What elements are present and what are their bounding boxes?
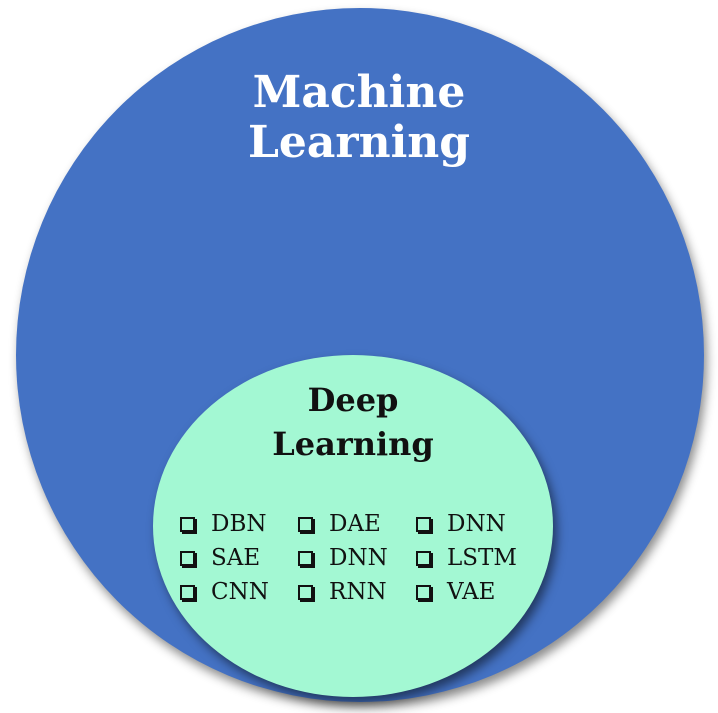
model-item: SAE [178, 542, 296, 574]
model-item: VAE [414, 576, 538, 608]
model-item: DNN [296, 542, 414, 574]
model-item: DNN [414, 508, 538, 540]
model-label: SAE [211, 545, 261, 571]
model-label: VAE [447, 579, 496, 605]
model-label: CNN [211, 579, 269, 605]
checkbox-icon [416, 550, 431, 566]
checkbox-icon [416, 516, 431, 532]
model-label: DNN [447, 511, 506, 537]
deep-learning-circle [153, 355, 553, 697]
checkbox-icon [180, 516, 195, 532]
model-item: DBN [178, 508, 296, 540]
checkbox-icon [416, 584, 431, 600]
checkbox-icon [298, 550, 313, 566]
model-label: LSTM [447, 545, 517, 571]
deep-learning-title-line1: Deep [307, 381, 399, 419]
machine-learning-title-line2: Learning [247, 117, 471, 168]
model-label: DNN [329, 545, 388, 571]
checkbox-icon [298, 584, 313, 600]
model-item: DAE [296, 508, 414, 540]
model-item: CNN [178, 576, 296, 608]
model-label: RNN [329, 579, 387, 605]
model-label: DAE [329, 511, 381, 537]
deep-learning-title: Deep Learning [153, 378, 553, 466]
model-item: RNN [296, 576, 414, 608]
checkbox-icon [298, 516, 313, 532]
model-item: LSTM [414, 542, 538, 574]
model-label: DBN [211, 511, 267, 537]
machine-learning-title-line1: Machine [252, 67, 466, 118]
deep-learning-title-line2: Learning [272, 425, 434, 463]
deep-learning-model-list: DBN DAE DNN SAE DNN LSTM CNN RNN VAE [178, 508, 538, 608]
checkbox-icon [180, 584, 195, 600]
checkbox-icon [180, 550, 195, 566]
machine-learning-title: Machine Learning [0, 68, 718, 168]
